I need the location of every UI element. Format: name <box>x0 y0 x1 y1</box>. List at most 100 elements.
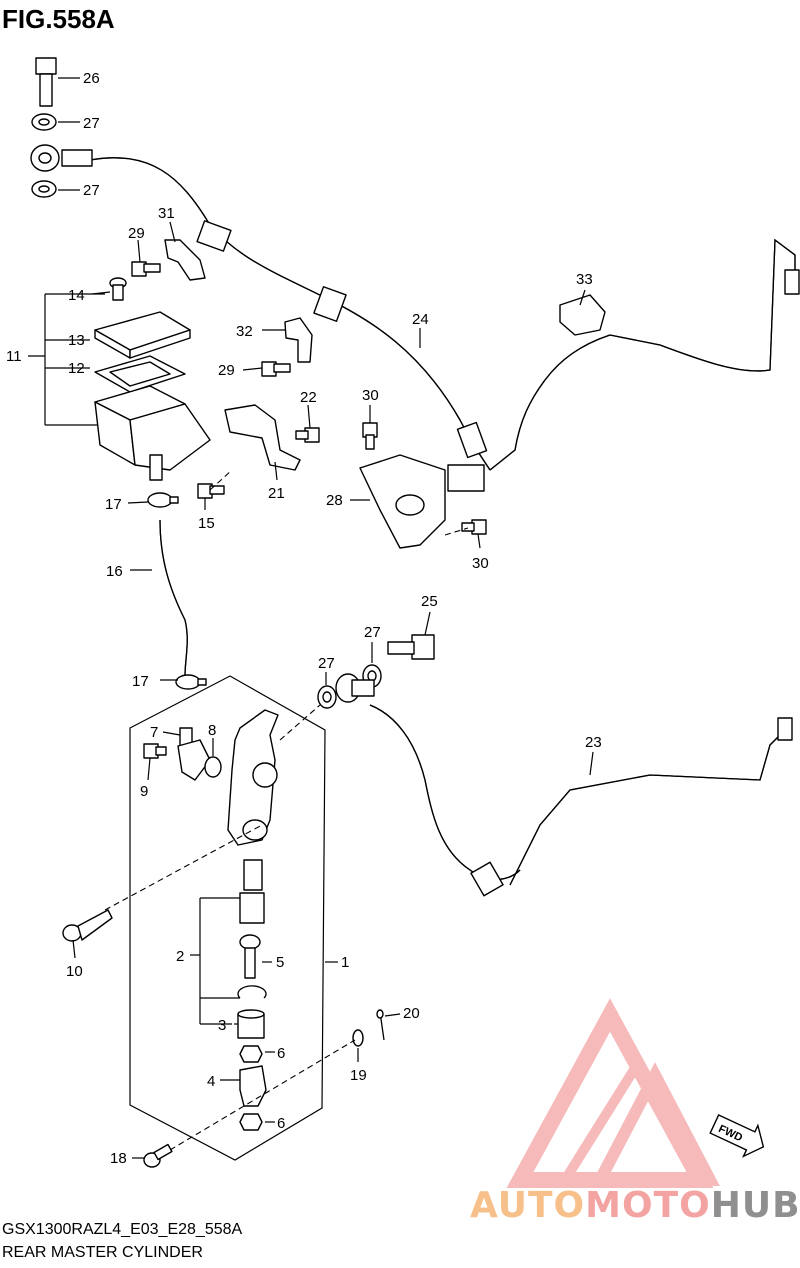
bolt-10 <box>62 909 113 942</box>
label-32: 32 <box>236 323 253 340</box>
bracket-21 <box>224 404 301 471</box>
pin-18 <box>143 1143 173 1168</box>
nut-6a <box>239 1045 263 1063</box>
label-31: 31 <box>158 205 175 222</box>
label-27-b: 27 <box>83 182 100 199</box>
washer-27b <box>31 180 57 198</box>
fwd-arrow-icon: FWD <box>709 1114 765 1158</box>
clamp-32 <box>284 317 313 363</box>
watermark-wordmark: AUTOMOTOHUB <box>470 1185 800 1226</box>
spring-piston-2 <box>239 859 265 924</box>
washer-27a <box>31 113 57 131</box>
label-8: 8 <box>208 722 216 739</box>
label-5: 5 <box>276 954 284 971</box>
clamp-17b <box>175 674 207 690</box>
label-16: 16 <box>106 563 123 580</box>
label-7: 7 <box>150 724 158 741</box>
leader-lines <box>58 77 594 1159</box>
fitting-7 <box>177 727 211 781</box>
label-29-b: 29 <box>218 362 235 379</box>
brake-hose-23 <box>369 704 793 897</box>
label-33: 33 <box>576 271 593 288</box>
boot-3 <box>237 1009 265 1039</box>
watermark-part-auto: AUTO <box>470 1185 586 1226</box>
align-line-27d <box>279 704 321 741</box>
label-26: 26 <box>83 70 100 87</box>
label-30-b: 30 <box>472 555 489 572</box>
label-2: 2 <box>176 948 184 965</box>
label-17-b: 17 <box>132 673 149 690</box>
label-19: 19 <box>350 1067 367 1084</box>
align-line-10 <box>104 824 263 911</box>
model-code: GSX1300RAZL4_E03_E28_558A <box>2 1221 243 1238</box>
watermark-logo <box>506 998 720 1188</box>
bolt-30a <box>362 422 378 450</box>
label-21: 21 <box>268 485 285 502</box>
fitting-banjo <box>447 464 485 492</box>
washer-27d <box>317 685 337 709</box>
clamp-33 <box>559 294 606 336</box>
watermark-part-moto: MOTO <box>585 1185 711 1226</box>
label-11: 11 <box>6 348 22 365</box>
bolt-26 <box>35 57 57 107</box>
label-22: 22 <box>300 389 317 406</box>
figure-title: FIG.558A <box>2 4 115 34</box>
cotter-pin-20 <box>376 1009 385 1041</box>
brake-pipe-upper <box>489 238 800 471</box>
clamp-17a <box>147 492 179 508</box>
label-27-a: 27 <box>83 115 100 132</box>
label-20: 20 <box>403 1005 420 1022</box>
label-9: 9 <box>140 783 148 800</box>
label-6-b: 6 <box>277 1115 285 1132</box>
section-name: REAR MASTER CYLINDER <box>2 1244 203 1261</box>
diaphragm-12 <box>94 355 186 393</box>
bolt-15 <box>197 483 225 499</box>
reservoir-cap-13 <box>94 311 191 359</box>
clevis-4 <box>239 1065 267 1107</box>
watermark-part-hub: HUB <box>710 1185 800 1226</box>
label-30-a: 30 <box>362 387 379 404</box>
label-10: 10 <box>66 963 83 980</box>
label-3: 3 <box>218 1017 226 1034</box>
label-18: 18 <box>110 1150 127 1167</box>
label-1: 1 <box>341 954 349 971</box>
clamp-31 <box>164 239 206 281</box>
banjo-fitting-lower <box>335 673 375 703</box>
washer-19 <box>352 1029 364 1047</box>
master-cylinder-body <box>227 709 279 846</box>
screw-14 <box>109 277 127 301</box>
label-24: 24 <box>412 311 429 328</box>
bolt-30b <box>461 519 487 535</box>
bracket-28 <box>359 454 446 549</box>
label-28: 28 <box>326 492 343 509</box>
label-29-a: 29 <box>128 225 145 242</box>
pushrod-5 <box>239 934 261 979</box>
nut-6b <box>239 1113 263 1131</box>
banjo-bolt-25 <box>387 634 435 660</box>
label-17-a: 17 <box>105 496 122 513</box>
reservoir-body-11 <box>94 385 211 481</box>
oring-8 <box>204 756 222 778</box>
align-line-15 <box>209 469 233 491</box>
label-25: 25 <box>421 593 438 610</box>
bolt-29a <box>131 261 161 277</box>
brake-hose-24 <box>30 144 491 471</box>
label-27-d: 27 <box>318 655 335 672</box>
group-bracket-2 <box>190 897 240 1025</box>
bolt-29b <box>261 361 291 377</box>
label-27-c: 27 <box>364 624 381 641</box>
label-23: 23 <box>585 734 602 751</box>
label-14: 14 <box>68 287 85 304</box>
hose-16 <box>159 519 188 676</box>
screw-9 <box>143 743 167 759</box>
align-line-18 <box>169 1039 356 1151</box>
label-15: 15 <box>198 515 215 532</box>
assembly-outline <box>129 675 326 1161</box>
label-13: 13 <box>68 332 85 349</box>
circlip <box>237 985 267 999</box>
bolt-22 <box>295 427 320 443</box>
group-bracket-11 <box>28 293 105 426</box>
label-12: 12 <box>68 360 85 377</box>
label-4: 4 <box>207 1073 215 1090</box>
